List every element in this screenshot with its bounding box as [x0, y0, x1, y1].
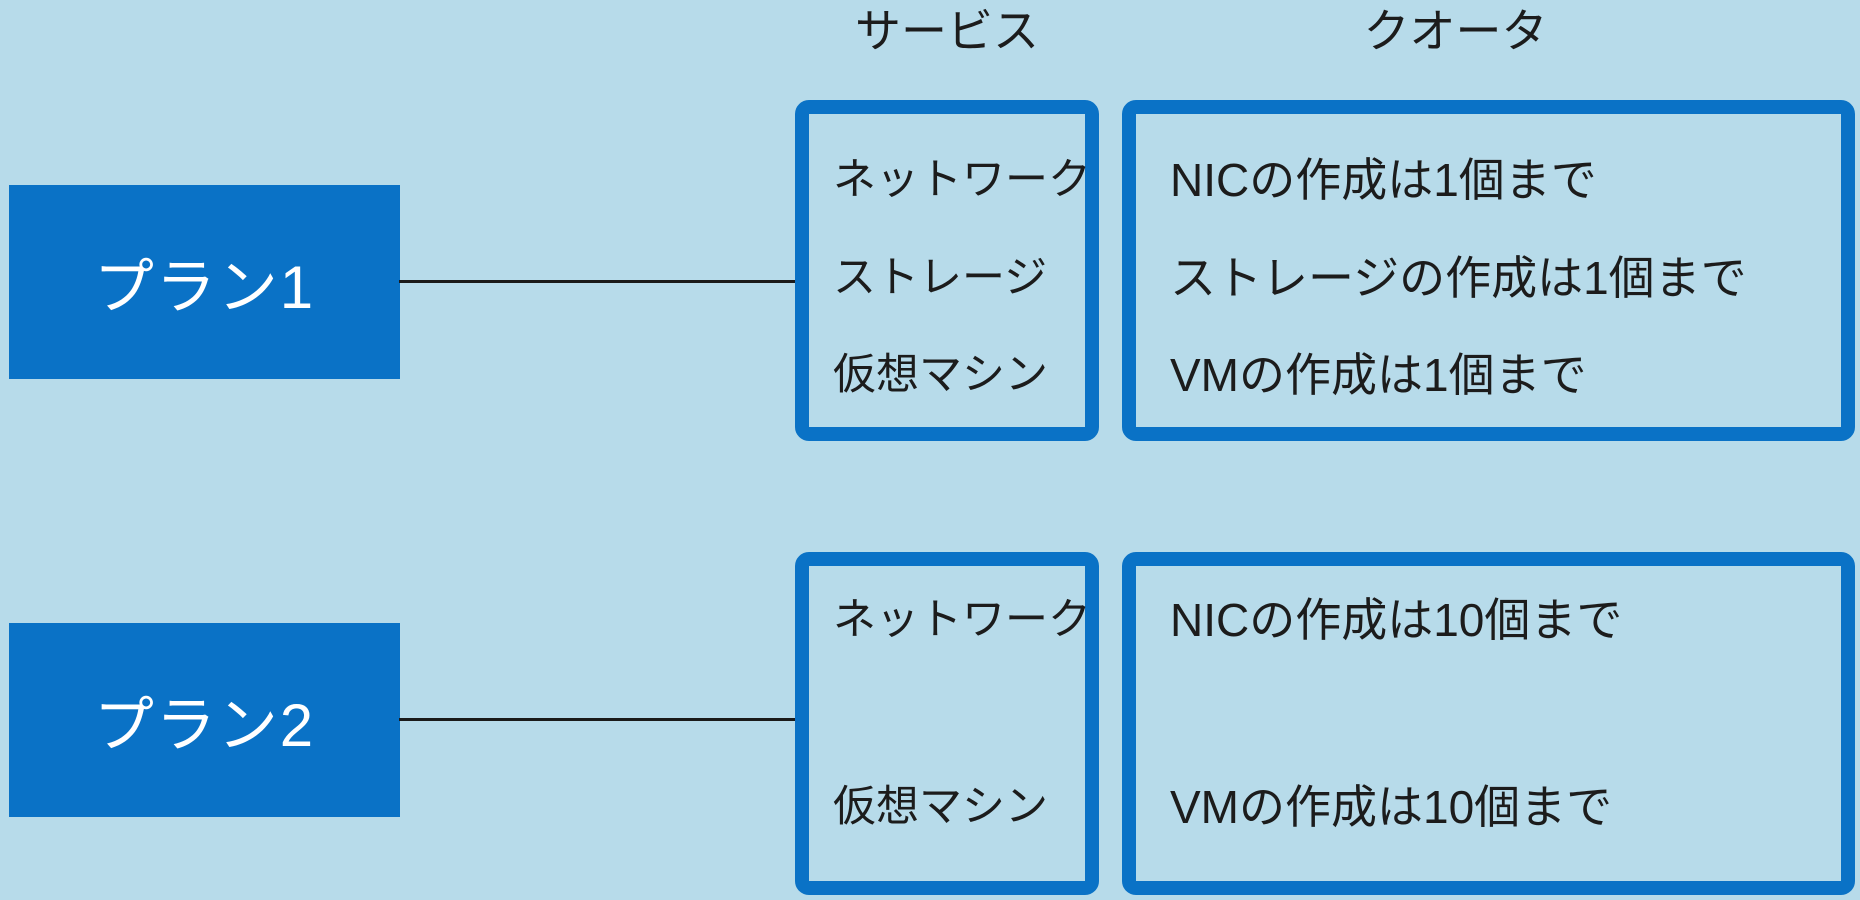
- quota-column-header: クオータ: [1363, 5, 1548, 57]
- plan2-service-network: ネットワーク: [833, 596, 1091, 644]
- plan1-quota-box: NICの作成は1個まで ストレージの作成は1個まで VMの作成は1個まで: [1122, 100, 1855, 441]
- plan2-connector-line: [399, 718, 796, 721]
- services-column-header: サービス: [855, 5, 1039, 57]
- plan2-quota-vm: VMの作成は10個まで: [1170, 781, 1613, 833]
- plan1-service-network: ネットワーク: [833, 156, 1091, 204]
- plan1-box: プラン1: [9, 185, 400, 379]
- plan2-quota-nic: NICの作成は10個まで: [1170, 594, 1623, 646]
- plan1-service-storage: ストレージ: [833, 253, 1048, 302]
- plan1-quota-nic: NICの作成は1個まで: [1170, 154, 1597, 206]
- plan2-label: プラン2: [93, 691, 316, 759]
- plan1-quota-storage: ストレージの作成は1個まで: [1170, 251, 1747, 304]
- plan2-service-vm: 仮想マシン: [833, 783, 1048, 831]
- plan1-service-vm: 仮想マシン: [833, 351, 1048, 399]
- plan1-connector-line: [399, 280, 796, 283]
- plan1-quota-vm: VMの作成は1個まで: [1170, 349, 1587, 401]
- plan1-services-box: ネットワーク ストレージ 仮想マシン: [795, 100, 1099, 441]
- plan2-box: プラン2: [9, 623, 400, 817]
- plan2-quota-box: NICの作成は10個まで VMの作成は10個まで: [1122, 552, 1855, 895]
- plan1-label: プラン1: [93, 253, 316, 321]
- plan2-services-box: ネットワーク 仮想マシン: [795, 552, 1099, 895]
